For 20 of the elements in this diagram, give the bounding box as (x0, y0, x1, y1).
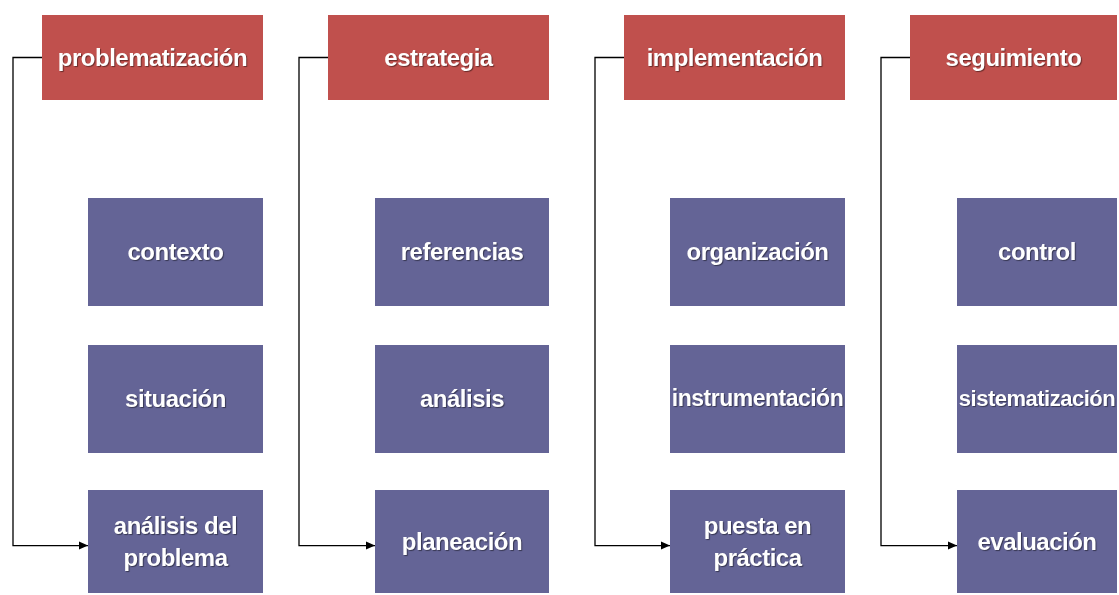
step-box: situación (88, 345, 263, 453)
step-box: análisis (375, 345, 549, 453)
phase-box: seguimiento (910, 15, 1117, 100)
step-box: control (957, 198, 1117, 306)
step-box: organización (670, 198, 845, 306)
step-box: sistematización (957, 345, 1117, 453)
step-box: evaluación (957, 490, 1117, 593)
step-box: análisis del problema (88, 490, 263, 593)
step-box: planeación (375, 490, 549, 593)
step-box: contexto (88, 198, 263, 306)
step-box: referencias (375, 198, 549, 306)
phase-box: estrategia (328, 15, 549, 100)
connector-arrow (594, 56, 671, 550)
connector-arrow (298, 56, 376, 550)
step-box: instrumentación (670, 345, 845, 453)
phase-box: implementación (624, 15, 845, 100)
connector-arrow (880, 56, 958, 550)
step-box: puesta en práctica (670, 490, 845, 593)
connector-arrow (12, 56, 89, 550)
phase-box: problematización (42, 15, 263, 100)
